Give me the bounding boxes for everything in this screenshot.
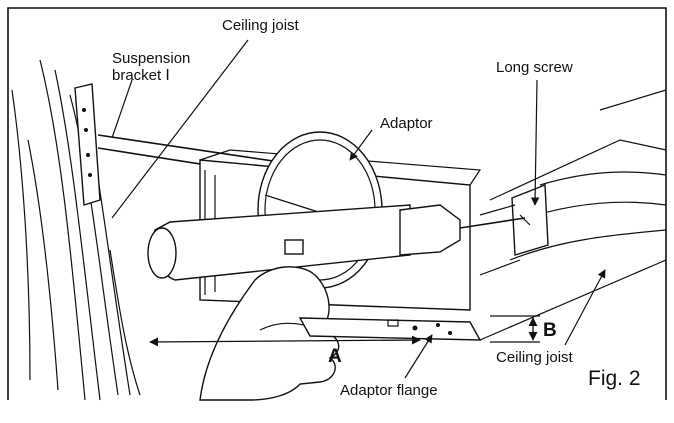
label-adaptor: Adaptor [380, 115, 433, 132]
leader-adaptor-flange [404, 334, 433, 379]
label-ceiling-joist-top: Ceiling joist [222, 17, 300, 34]
label-adaptor-flange: Adaptor flange [340, 382, 438, 399]
figure-frame [7, 7, 667, 400]
dimension-a-line [149, 335, 421, 347]
bracket-plate-drawing [479, 183, 549, 276]
suspension-bracket-drawing [74, 83, 301, 206]
adaptor-flange-drawing [298, 317, 482, 341]
leader-adaptor [349, 129, 373, 161]
leader-ceiling-joist-top [111, 39, 249, 219]
label-suspension-bracket-line2: bracket Ⅰ [112, 67, 170, 84]
leader-ceiling-joist-bottom [564, 269, 606, 346]
label-ceiling-joist-bottom: Ceiling joist [496, 349, 574, 366]
label-dimension-a: A [328, 346, 342, 367]
label-figure-number: Fig. 2 [588, 367, 641, 390]
screwdriver-drawing [147, 204, 531, 281]
leader-long-screw [530, 79, 540, 206]
label-long-screw: Long screw [496, 59, 573, 76]
label-suspension-bracket-line1: Suspension [112, 50, 190, 67]
label-dimension-b: B [543, 320, 557, 341]
right-ceiling-joist-drawing [479, 89, 667, 341]
leader-suspension-bracket [111, 79, 133, 139]
